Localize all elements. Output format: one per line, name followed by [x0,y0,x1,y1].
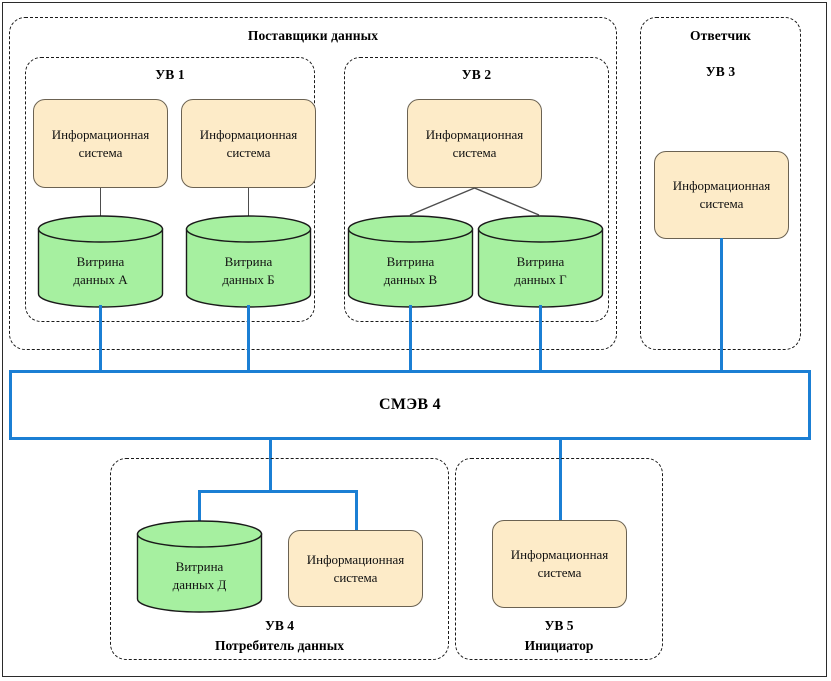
data-mart-a-shape [37,215,164,308]
data-mart-b-shape [185,215,312,308]
connector-uv4-branch-bus [198,490,358,493]
data-mart-d[interactable]: Витрина данных Д [136,520,263,613]
connector-is-uv2-fanout [409,187,540,216]
information-system-uv5[interactable]: Информационная система [492,520,627,608]
connector-uv4-branch-to-is [355,490,358,534]
group-respondent-title: Ответчик [689,28,752,43]
connector-is-uv3-to-hub [720,238,723,373]
information-system-uv4[interactable]: Информационная система [288,530,423,607]
connector-uv4-branch-to-mart-d [198,490,201,524]
data-mart-g[interactable]: Витрина данных Г [477,215,604,308]
hub-smev4[interactable]: СМЭВ 4 [9,370,811,440]
data-mart-a[interactable]: Витрина данных А [37,215,164,308]
group-uv1 [25,57,315,322]
connector-is-uv1-a-to-mart-a [100,188,102,216]
data-mart-v-shape [347,215,474,308]
data-mart-v[interactable]: Витрина данных В [347,215,474,308]
connector-mart-g-to-hub [539,305,542,373]
group-uv3-title: УВ 3 [705,64,736,79]
information-system-uv1-a[interactable]: Информационная система [33,99,168,188]
hub-smev4-label: СМЭВ 4 [379,396,441,413]
connector-hub-to-uv5 [559,440,562,533]
data-mart-d-shape [136,520,263,613]
group-uv1-title: УВ 1 [155,67,185,82]
information-system-uv2[interactable]: Информационная система [407,99,542,188]
connector-mart-v-to-hub [409,305,412,373]
data-mart-b[interactable]: Витрина данных Б [185,215,312,308]
connector-hub-to-uv4 [269,440,272,493]
group-providers-title: Поставщики данных [247,28,379,43]
group-uv4-caption: УВ 4 Потребитель данных [110,616,449,655]
group-uv2-title: УВ 2 [461,67,492,82]
information-system-uv3-label: Информационная система [672,178,771,211]
group-uv4 [110,458,449,660]
group-providers [9,17,617,350]
information-system-uv5-label: Информационная система [510,547,609,580]
group-uv5-title: УВ 5 [544,618,574,633]
connector-mart-b-to-hub [247,305,250,373]
group-uv2 [344,57,609,322]
connector-mart-a-to-hub [99,305,102,373]
information-system-uv1-b[interactable]: Информационная система [181,99,316,188]
data-mart-g-shape [477,215,604,308]
information-system-uv2-label: Информационная система [425,126,524,160]
information-system-uv1-a-label: Информационная система [51,126,150,160]
group-uv5 [455,458,663,660]
information-system-uv3[interactable]: Информационная система [654,151,789,239]
group-uv5-caption: УВ 5 Инициатор [455,616,663,655]
group-uv4-title: УВ 4 [264,618,295,633]
information-system-uv1-b-label: Информационная система [199,126,298,160]
group-uv4-subtitle: Потребитель данных [214,637,345,653]
information-system-uv4-label: Информационная система [306,551,405,585]
group-uv5-subtitle: Инициатор [524,637,594,653]
connector-is-uv1-b-to-mart-b [248,188,250,216]
